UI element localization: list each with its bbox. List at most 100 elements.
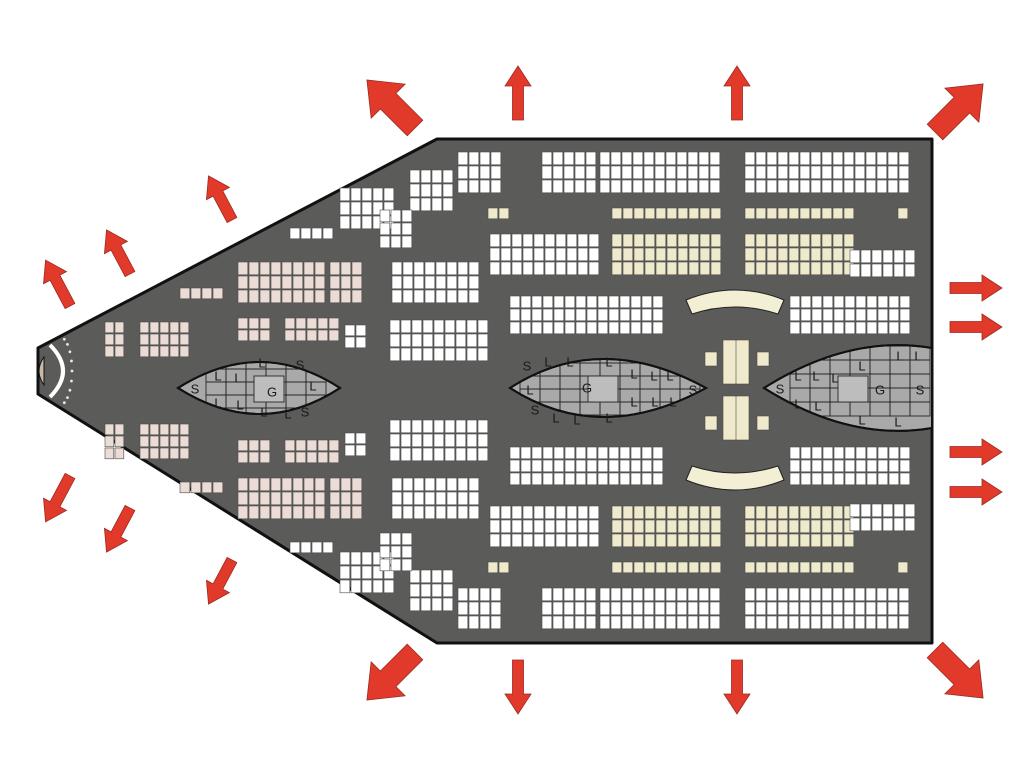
cabin <box>599 587 611 602</box>
cabin <box>237 329 249 342</box>
cabin <box>622 561 634 574</box>
cabin <box>542 308 554 322</box>
cabin <box>755 533 767 548</box>
cabin <box>361 579 373 594</box>
cabin <box>455 319 467 334</box>
cabin <box>710 505 722 520</box>
cabin <box>688 533 700 548</box>
pod-room-label: L <box>234 371 241 386</box>
pod-room-label: G <box>267 385 277 400</box>
cabin <box>259 451 271 464</box>
cabin <box>887 179 899 194</box>
pod-hall <box>837 375 869 403</box>
cabin <box>577 519 589 534</box>
cabin <box>317 317 329 330</box>
cabin <box>800 308 812 322</box>
cabin <box>237 317 249 330</box>
cabin <box>401 532 413 546</box>
cabin <box>351 477 363 492</box>
cabin <box>744 533 756 548</box>
cabin <box>179 447 190 460</box>
cabin <box>788 247 800 262</box>
cabin <box>655 561 667 574</box>
cabin <box>533 261 545 276</box>
cabin <box>500 247 512 262</box>
cabin <box>821 165 833 180</box>
cabin <box>777 207 789 220</box>
cabin <box>644 505 656 520</box>
cabin <box>420 169 432 184</box>
cabin <box>789 472 801 486</box>
pod-room-label: L <box>858 413 865 428</box>
cabin <box>563 615 575 630</box>
cabin <box>444 319 456 334</box>
cabin <box>810 151 822 166</box>
cabin <box>468 491 480 506</box>
cabin <box>431 169 443 184</box>
cabin <box>531 472 543 486</box>
cabin <box>710 261 722 276</box>
cabin <box>888 295 900 309</box>
cabin <box>744 179 756 194</box>
cabin <box>777 533 789 548</box>
pod-room-label: L <box>669 395 676 410</box>
cabin <box>444 333 456 348</box>
cabin <box>520 321 532 335</box>
cabin <box>139 423 150 436</box>
cabin <box>622 533 634 548</box>
cabin <box>424 289 436 304</box>
cabin <box>431 569 443 584</box>
cabin <box>585 615 597 630</box>
cabin <box>420 569 432 584</box>
cabin <box>390 532 402 546</box>
cabin <box>876 165 888 180</box>
cabin <box>340 275 352 290</box>
cabin <box>709 601 721 616</box>
cabin <box>457 179 469 194</box>
cabin <box>169 345 180 358</box>
cabin <box>904 503 916 518</box>
cabin <box>610 151 622 166</box>
cabin <box>339 187 351 202</box>
pod-room-label: L <box>214 396 221 411</box>
expansion-arrow <box>949 478 1003 506</box>
cabin <box>766 601 778 616</box>
cabin <box>490 587 502 602</box>
cabin <box>855 321 867 335</box>
cabin <box>630 446 642 460</box>
cabin <box>422 347 434 362</box>
cabin <box>833 472 845 486</box>
cabin <box>522 233 534 248</box>
cabin <box>710 561 722 574</box>
cabin <box>652 446 664 460</box>
cabin <box>563 601 575 616</box>
cabin <box>641 459 653 473</box>
cabin <box>533 233 545 248</box>
cabin <box>832 561 844 574</box>
cabin <box>413 505 425 520</box>
cabin <box>866 446 878 460</box>
cabin <box>699 519 711 534</box>
center-cabin <box>704 351 718 367</box>
pod-room-label: L <box>794 369 801 384</box>
cabin <box>542 295 554 309</box>
cabin <box>289 227 301 240</box>
cabin <box>248 261 260 276</box>
cabin <box>509 472 521 486</box>
cabin <box>893 263 905 278</box>
cabin <box>553 459 565 473</box>
cabin <box>457 477 469 492</box>
cabin <box>468 477 480 492</box>
bow-detail <box>38 337 74 405</box>
cabin <box>544 533 556 548</box>
cabin <box>586 321 598 335</box>
expansion-arrow <box>103 504 136 553</box>
cabin <box>641 295 653 309</box>
cabin <box>866 321 878 335</box>
cabin <box>552 151 564 166</box>
cabin <box>541 165 553 180</box>
cabin <box>677 261 689 276</box>
cabin <box>843 207 855 220</box>
cabin <box>789 308 801 322</box>
cabin <box>350 215 362 230</box>
